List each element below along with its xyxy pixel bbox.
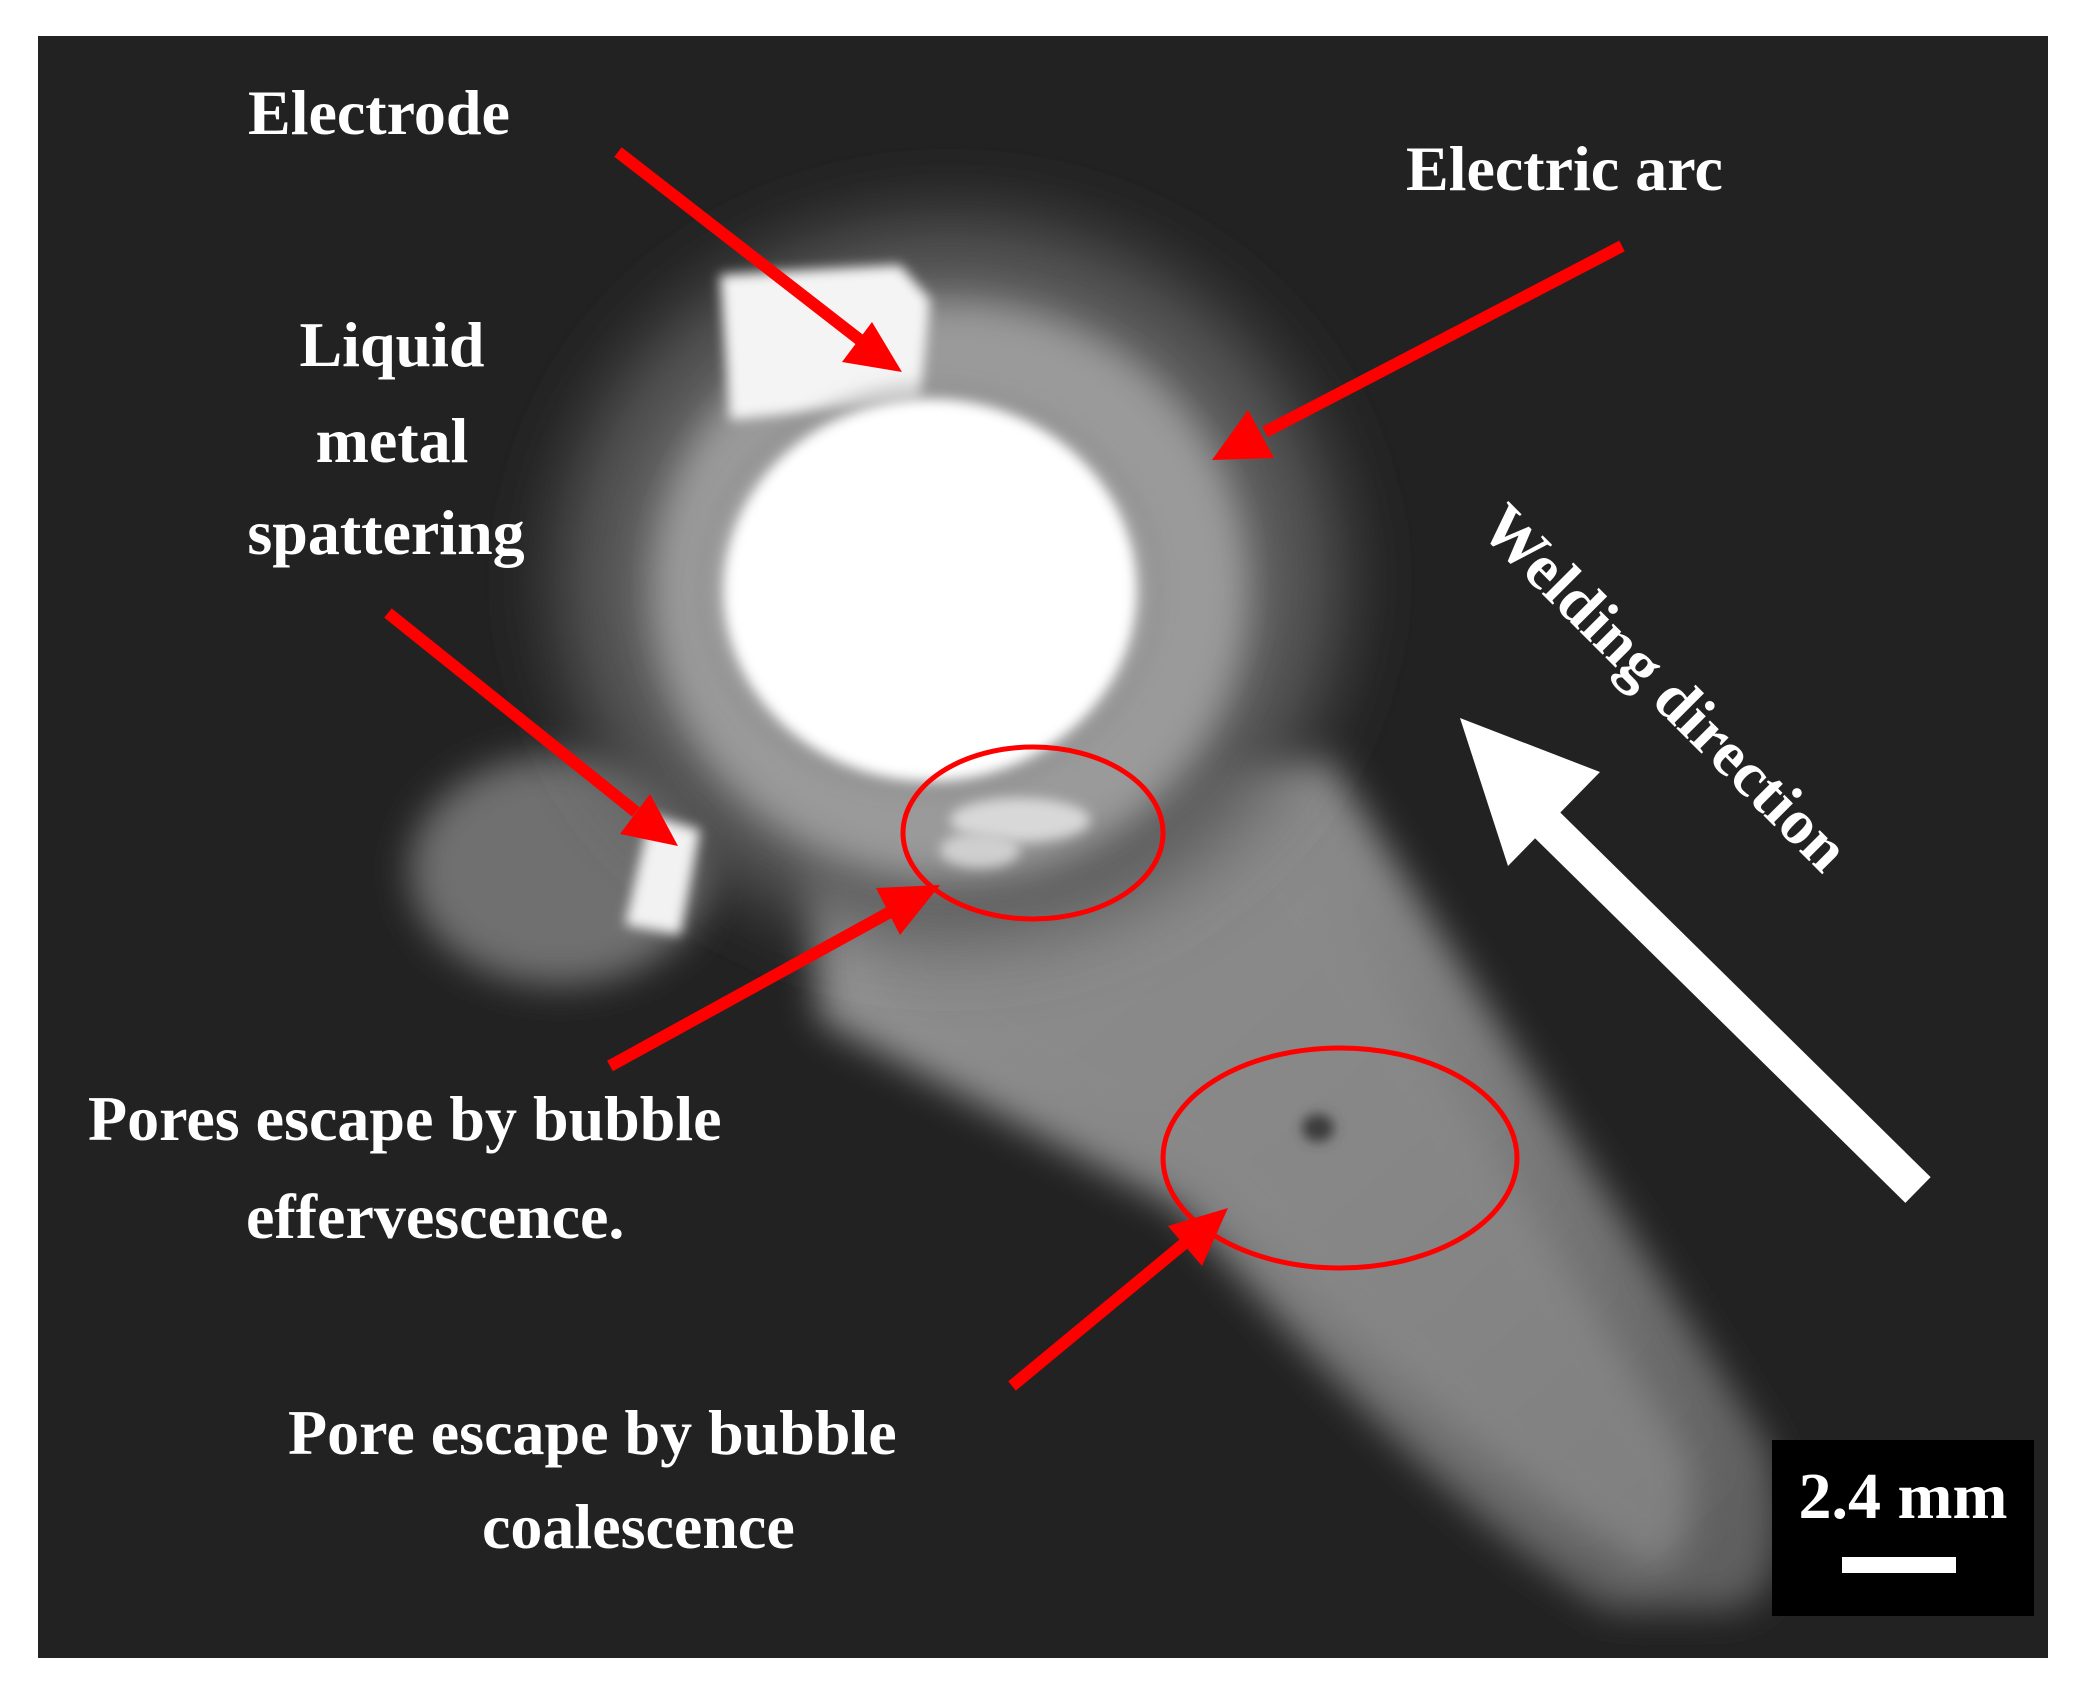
coalescence-circle xyxy=(1160,1045,1520,1271)
spatter-label-line1: Liquid xyxy=(299,309,484,380)
coalescence-label-line2: coalescence xyxy=(482,1491,795,1562)
effervescence-label-line1: Pores escape by bubble xyxy=(88,1083,722,1154)
welding-direction-arrow xyxy=(1460,718,1931,1203)
coalescence-label-line1: Pore escape by bubble xyxy=(288,1397,897,1468)
scale-bar-label: 2.4 mm xyxy=(1799,1460,2008,1533)
pore xyxy=(1302,1114,1334,1142)
scale-bar: 2.4 mm xyxy=(1772,1440,2034,1616)
spatter-label-line2: metal xyxy=(316,405,469,476)
coalescence-arrow xyxy=(1008,1208,1228,1391)
effervescence-arrow xyxy=(607,885,940,1072)
electrode-arrow xyxy=(614,147,902,372)
electric-arc-label: Electric arc xyxy=(1406,133,1723,204)
spatter-droplet xyxy=(625,815,700,935)
electric-arc-arrow xyxy=(1212,240,1625,460)
spatter-label-line3: spattering xyxy=(247,497,524,568)
scale-bar-line xyxy=(1842,1557,1956,1573)
weld-bead xyxy=(800,760,1779,1610)
effervescence-circle xyxy=(900,744,1166,922)
spatter-arrow xyxy=(384,608,678,846)
effervescence-label-line2: effervescence. xyxy=(246,1181,624,1252)
electrode-label: Electrode xyxy=(248,77,510,148)
